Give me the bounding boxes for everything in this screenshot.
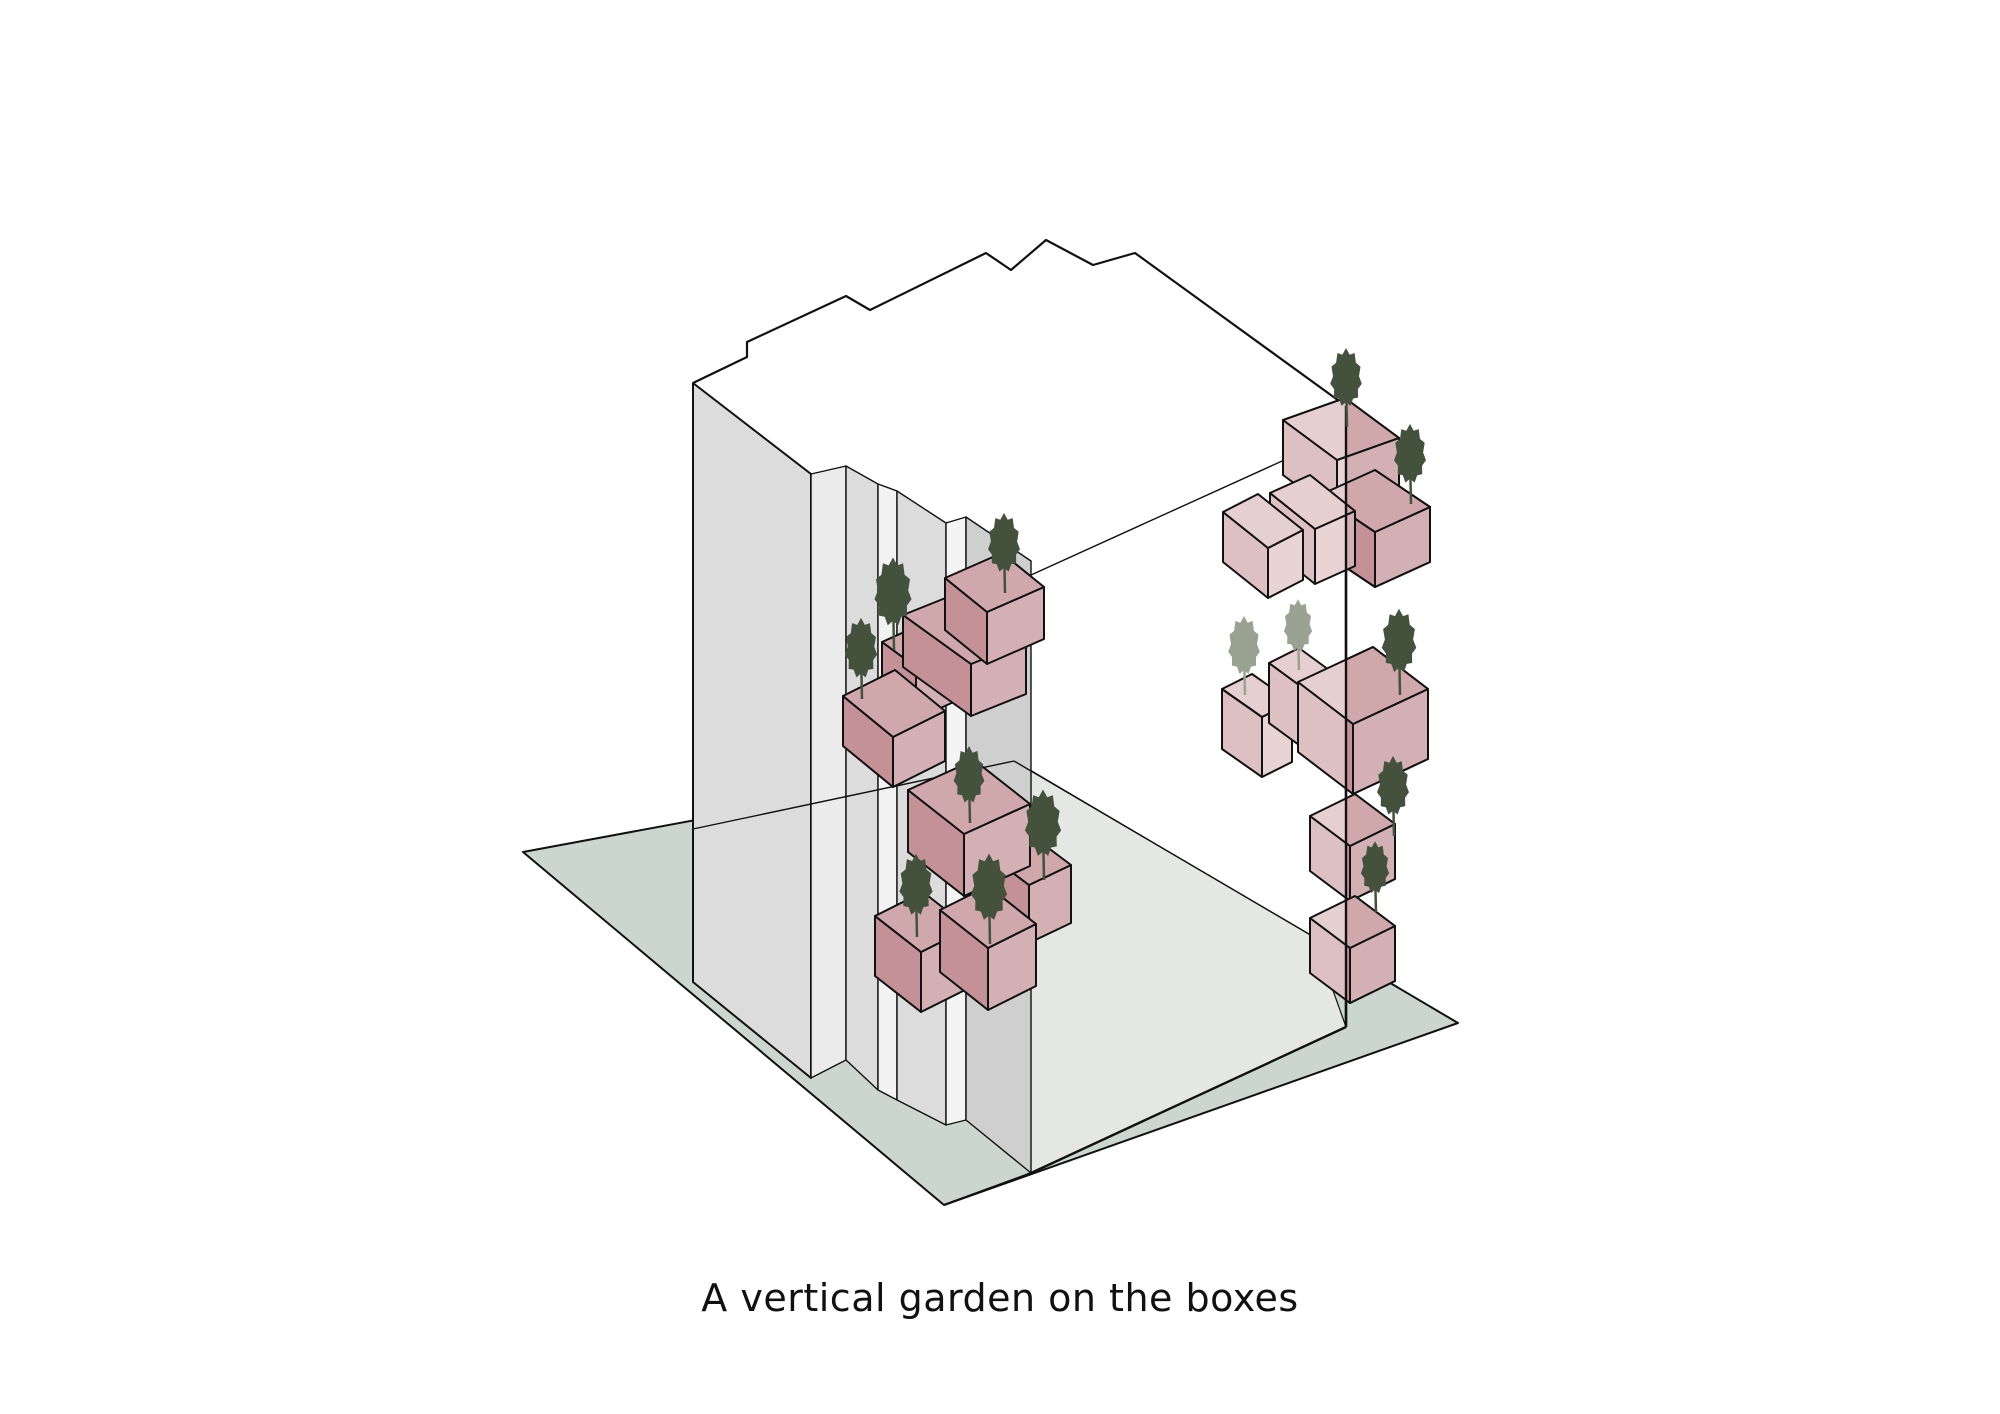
facade-strip [845, 465, 879, 1091]
floor-back-edge [1013, 760, 1315, 938]
tree-crown [1283, 599, 1313, 652]
planter-box [1346, 895, 1396, 1004]
tree-icon [1394, 423, 1426, 505]
tree-trunk [1296, 627, 1301, 671]
floor-front-edge [1030, 1025, 1347, 1175]
tree-crown [953, 746, 985, 803]
tree-trunk [987, 890, 992, 945]
box-top-face [1222, 493, 1304, 549]
planter-box [842, 669, 946, 788]
tree-trunk [1408, 456, 1413, 505]
facade-strip [810, 465, 847, 1079]
planter-boxes-outside-glass [1346, 397, 1431, 1004]
tree-icon [1377, 755, 1409, 837]
box-top-face [944, 552, 1045, 613]
facade-left-slab [692, 382, 812, 1079]
roof-outline [692, 238, 1347, 407]
base-edge [943, 1172, 1032, 1206]
tree-crown [1381, 608, 1417, 672]
tree-icon [874, 557, 912, 651]
tree-icon [1228, 616, 1260, 696]
tree-crown [1228, 616, 1260, 674]
tree-icon [899, 853, 933, 938]
planter-box [1346, 646, 1429, 795]
tree-crown [899, 853, 933, 915]
tree-trunk [1373, 869, 1378, 913]
tree-trunk [967, 777, 972, 824]
tree-crown [970, 853, 1008, 920]
box-top-face [1346, 793, 1396, 847]
tree-icon [1330, 348, 1362, 428]
tree-trunk [1344, 379, 1349, 428]
planter-box [939, 885, 1037, 1011]
tree-trunk [1391, 788, 1396, 837]
tree-icon [1381, 608, 1417, 696]
tree-crown [1377, 755, 1409, 815]
tree-trunk [914, 887, 919, 938]
tree-trunk [1002, 545, 1007, 594]
tree-icon [970, 853, 1008, 945]
tree-crown [844, 617, 878, 678]
box-top-face [1346, 469, 1431, 533]
tree-icon [1360, 841, 1390, 913]
tree-trunk [891, 594, 896, 651]
roof-front-edge [692, 382, 812, 475]
tree-crown [988, 512, 1020, 572]
tree-icon [1024, 789, 1062, 881]
box-top-face [1346, 502, 1356, 517]
tree-icon [988, 512, 1020, 594]
tree-trunk [1041, 826, 1046, 881]
box-right-face [1346, 510, 1356, 572]
tree-crown [1330, 348, 1362, 406]
planter-box [944, 552, 1045, 665]
tree-crown [1024, 789, 1062, 856]
tree-crown [1360, 841, 1390, 894]
tree-trunk [1242, 647, 1247, 696]
tree-crown [874, 557, 912, 626]
box-top-face [1346, 397, 1400, 458]
trees [844, 348, 1426, 945]
box-top-face [842, 669, 946, 738]
box-top-face [1346, 895, 1396, 949]
tree-icon [844, 617, 878, 700]
diagram-caption: A vertical garden on the boxes [701, 1276, 1299, 1320]
planter-box [1346, 502, 1356, 572]
box-top-face [1346, 646, 1429, 725]
tree-icon [1283, 599, 1313, 671]
tree-trunk [1397, 643, 1402, 696]
right-box-cluster [1221, 397, 1431, 1027]
tree-icon [953, 746, 985, 824]
tree-crown [1394, 423, 1426, 483]
tree-trunk [859, 650, 864, 700]
planter-box-behind-glass [1222, 493, 1304, 599]
